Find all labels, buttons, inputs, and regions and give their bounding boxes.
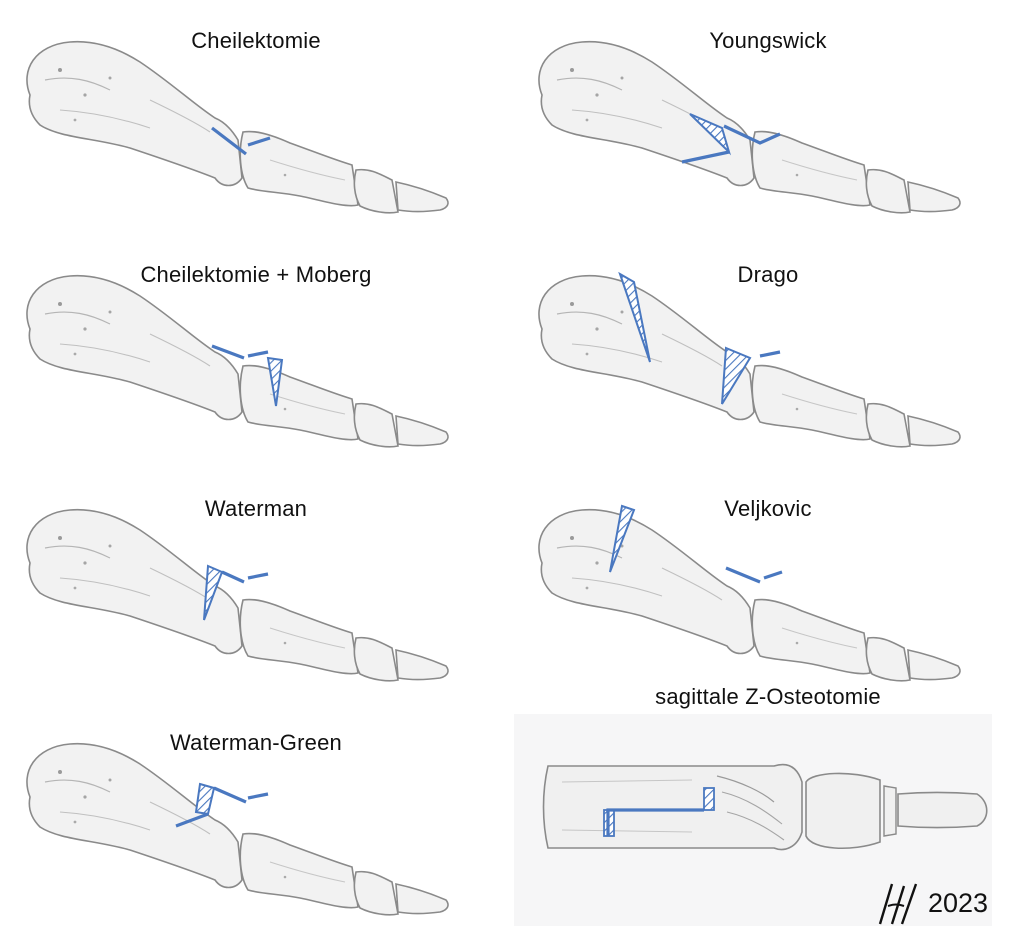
osteotomy-line — [211, 344, 245, 360]
procedure-title: Drago — [737, 262, 799, 287]
osteotomy-line — [759, 350, 781, 358]
osteotomy-wedge — [689, 113, 732, 156]
panel-veljkovic: Veljkovic — [512, 468, 1024, 702]
procedure-title: Cheilektomie — [191, 28, 321, 53]
bone-illustration — [26, 742, 449, 916]
procedure-title: Youngswick — [709, 28, 827, 53]
osteotomy-line — [213, 786, 247, 804]
bone-illustration — [538, 271, 961, 448]
osteotomy-line — [606, 808, 704, 836]
panel-waterman: Waterman — [0, 468, 512, 702]
osteotomy-line — [763, 570, 783, 580]
osteotomy-line — [211, 126, 247, 156]
osteotomy-line — [725, 566, 761, 584]
osteotomy-line — [247, 136, 271, 147]
procedure-title: Cheilektomie + Moberg — [140, 262, 372, 287]
signature-mark — [878, 883, 918, 925]
bone-illustration — [514, 714, 992, 926]
panel-waterman-green: Waterman-Green — [0, 702, 512, 936]
panel-cheilektomie: Cheilektomie — [0, 0, 512, 234]
osteotomy-line — [247, 350, 269, 358]
osteotomy-line — [175, 812, 209, 828]
osteotomy-wedge — [618, 271, 651, 363]
procedure-title: Waterman-Green — [170, 730, 342, 755]
osteotomy-line — [221, 570, 245, 584]
signature-year: 2023 — [928, 888, 989, 918]
osteotomy-line — [247, 792, 269, 800]
osteotomy-wedge — [194, 782, 216, 816]
panel-cheilektomie-moberg: Cheilektomie + Moberg — [0, 234, 512, 468]
osteotomy-line — [723, 124, 781, 145]
procedure-title: Veljkovic — [724, 496, 812, 521]
procedure-title: Waterman — [204, 496, 308, 521]
osteotomy-line — [247, 572, 269, 580]
panel-youngswick: Youngswick — [512, 0, 1024, 234]
procedure-title: sagittale Z-Osteotomie — [655, 684, 881, 709]
bone-illustration — [26, 508, 449, 682]
osteotomy-wedge — [721, 346, 752, 405]
osteotomy-wedge — [203, 564, 224, 621]
osteotomy-wedge — [609, 504, 636, 573]
bone-illustration — [26, 40, 449, 214]
osteotomy-wedge — [266, 356, 284, 407]
bone-illustration — [26, 274, 449, 448]
panel-drago: Drago — [512, 234, 1024, 468]
osteotomy-line — [681, 150, 730, 164]
panel-sagittale-z-osteotomie: sagittale Z-Osteotomie — [512, 684, 1024, 936]
artist-signature: 2023 — [870, 880, 1010, 928]
bone-illustration — [538, 40, 961, 214]
osteotomy-wedge — [703, 787, 715, 811]
bone-illustration — [538, 504, 961, 682]
